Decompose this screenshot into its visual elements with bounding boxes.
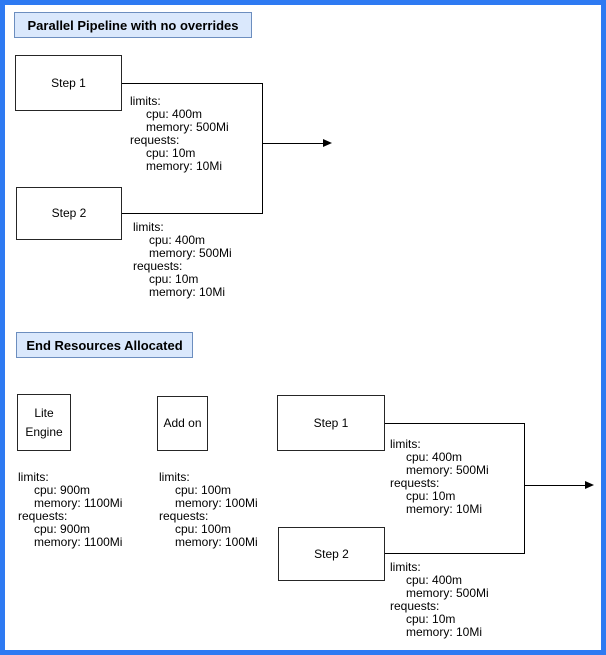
node-label: Lite [34, 405, 54, 420]
node-label: Step 1 [313, 415, 349, 430]
connector-end-merge-line [524, 423, 525, 554]
section-title-text: End Resources Allocated [26, 337, 183, 353]
node-end-step-2: Step 2 [278, 527, 385, 581]
node-label: Engine [25, 424, 63, 439]
resource-line: memory: 500Mi [406, 586, 489, 600]
resource-text-step-1: limits: cpu: 400m memory: 500Mi requests… [130, 95, 229, 173]
resource-line: memory: 10Mi [146, 159, 223, 173]
connector-end-step1-line [385, 423, 525, 424]
resource-text-end-step-1: limits: cpu: 400m memory: 500Mi requests… [390, 438, 489, 516]
connector-output-line [263, 143, 323, 144]
resource-line: memory: 10Mi [149, 285, 226, 299]
resource-line: cpu: 100m [175, 483, 232, 497]
resource-text-end-step-2: limits: cpu: 400m memory: 500Mi requests… [390, 561, 489, 639]
node-label: Step 2 [51, 206, 87, 220]
resource-line: memory: 10Mi [406, 502, 483, 516]
arrow-head-icon [585, 481, 594, 489]
resource-line: cpu: 10m [406, 612, 456, 626]
connector-end-step2-line [385, 553, 525, 554]
node-label: Step 1 [51, 75, 86, 90]
resource-line: cpu: 400m [406, 573, 463, 587]
resource-line: memory: 100Mi [175, 496, 258, 510]
resource-line: cpu: 10m [146, 146, 196, 160]
resource-line: cpu: 10m [149, 272, 199, 286]
resource-line: cpu: 400m [149, 233, 206, 247]
resource-text-step-2: limits: cpu: 400m memory: 500Mi requests… [133, 221, 232, 299]
resource-line: cpu: 400m [406, 450, 463, 464]
resource-text-lite-engine: limits: cpu: 900m memory: 1100Mi request… [18, 471, 122, 549]
resource-line: cpu: 900m [34, 483, 91, 497]
resource-line: memory: 10Mi [406, 625, 483, 639]
node-label: Step 2 [314, 546, 349, 561]
resource-line: cpu: 400m [146, 107, 203, 121]
resource-line: memory: 100Mi [175, 535, 258, 549]
resource-line: requests: [130, 133, 180, 147]
resource-line: memory: 1100Mi [34, 535, 123, 549]
resource-line: cpu: 10m [406, 489, 456, 503]
resource-line: requests: [390, 476, 440, 490]
resource-line: memory: 1100Mi [34, 496, 123, 510]
resource-line: limits: [390, 560, 421, 574]
connector-merge-line [262, 83, 263, 214]
resource-line: requests: [133, 259, 183, 273]
resource-line: memory: 500Mi [406, 463, 489, 477]
node-label: Add on [163, 416, 202, 430]
resource-text-add-on: limits: cpu: 100m memory: 100Mi requests… [159, 471, 258, 549]
arrow-head-icon [323, 139, 332, 147]
node-step-2: Step 2 [16, 187, 122, 240]
resource-line: cpu: 100m [175, 522, 232, 536]
section-title-parallel-pipeline: Parallel Pipeline with no overrides [14, 12, 252, 38]
resource-line: memory: 500Mi [146, 120, 229, 134]
node-step-1: Step 1 [15, 55, 122, 111]
node-add-on: Add on [157, 396, 208, 451]
resource-line: requests: [18, 509, 68, 523]
resource-line: limits: [159, 470, 190, 484]
resource-line: memory: 500Mi [149, 246, 232, 260]
node-end-step-1: Step 1 [277, 395, 385, 451]
resource-line: limits: [133, 220, 164, 234]
resource-line: requests: [390, 599, 440, 613]
section-title-end-resources: End Resources Allocated [16, 332, 193, 358]
resource-line: limits: [18, 470, 49, 484]
node-lite-engine: Lite Engine [17, 394, 71, 451]
section-title-text: Parallel Pipeline with no overrides [27, 17, 239, 33]
connector-step2-line [122, 213, 263, 214]
resource-line: limits: [130, 94, 161, 108]
connector-end-output-line [525, 485, 585, 486]
resource-line: requests: [159, 509, 209, 523]
connector-step1-line [122, 83, 263, 84]
resource-line: limits: [390, 437, 421, 451]
resource-line: cpu: 900m [34, 522, 91, 536]
